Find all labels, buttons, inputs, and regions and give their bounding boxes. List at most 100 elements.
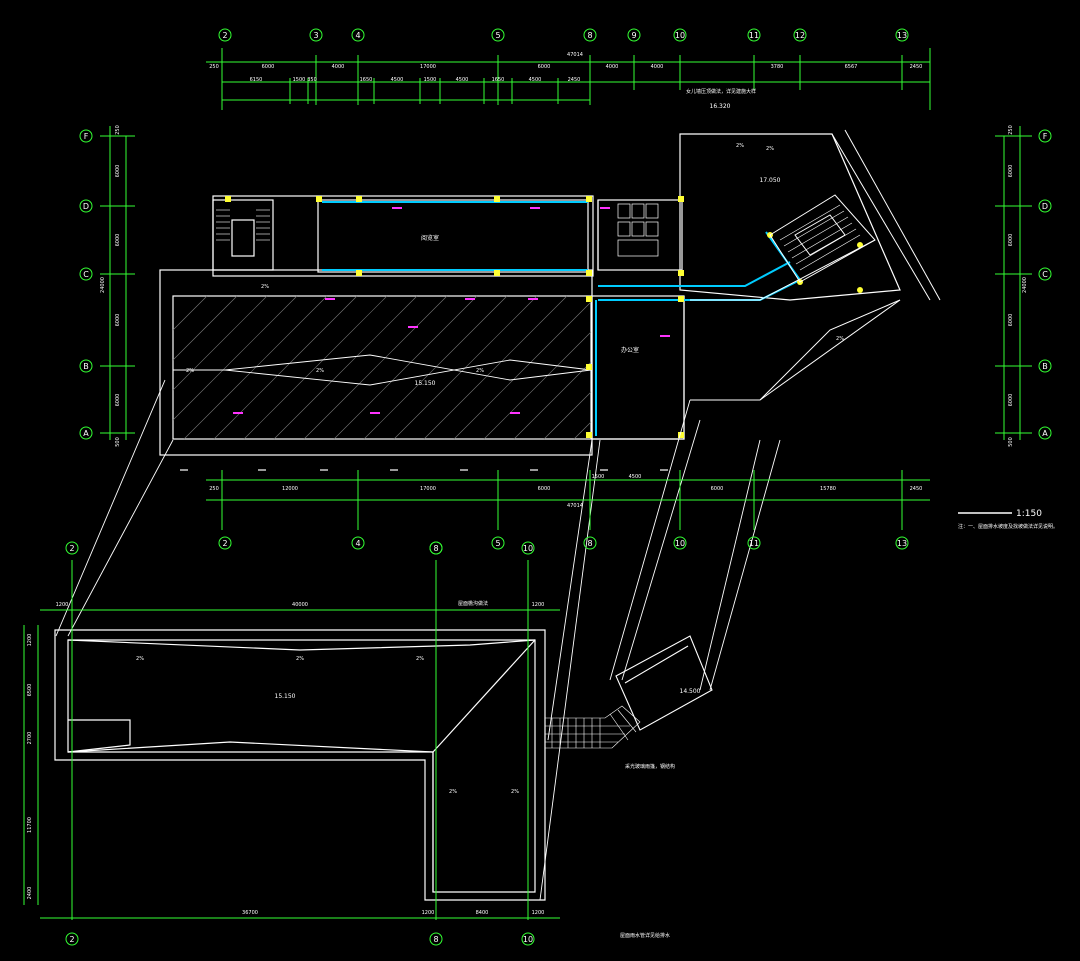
grid-bottom-7: 13: [897, 539, 907, 548]
lower-dim-bottom-1: 1200: [422, 910, 435, 916]
grid-top-6: 10: [675, 31, 685, 40]
projection-lines: [55, 379, 781, 901]
lower-roof-outline: [54, 629, 546, 901]
grid-top-4: 8: [587, 31, 592, 40]
right-dimension-chain: [995, 126, 1052, 440]
lower-grid-bottom-2: 2: [69, 935, 74, 944]
right-dim-3: 6000: [1008, 314, 1014, 327]
top-dim-r2-5: 1500: [424, 77, 437, 83]
slope-5: 2%: [766, 146, 774, 152]
lower-dim-left-1: 6500: [27, 684, 33, 697]
slope-10: 2%: [449, 789, 457, 795]
grid-row-right-a: A: [1042, 429, 1048, 438]
grid-row-right-f: F: [1043, 132, 1048, 141]
grid-bottom-3: 5: [495, 539, 500, 548]
room-upper: 阅览室: [421, 234, 439, 242]
top-dim-r1-1: 6000: [262, 64, 275, 70]
grid-row-left-f: F: [84, 132, 89, 141]
left-dimension-text: 250 6000 6000 6000 6000 24000 500: [100, 125, 121, 447]
top-dim-r2-9: 2450: [568, 77, 581, 83]
bottom-dimension-chain: [206, 470, 930, 555]
slope-4: 2%: [736, 143, 744, 149]
bottom-dim-8: 2450: [910, 486, 923, 492]
bottom-dim-3: 1500: [592, 474, 605, 480]
room-labels: 阅览室 办公室: [421, 234, 639, 354]
left-dim-5: 24000: [100, 277, 106, 293]
slope-0: 2%: [261, 284, 269, 290]
grid-bottom-4: 8: [587, 539, 592, 548]
top-dim-r1-2: 4000: [332, 64, 345, 70]
elevation-labels: 15.150 15.150 17.050 16.320 14.500: [275, 103, 781, 700]
slope-9: 2%: [416, 656, 424, 662]
bottom-dim-2: 17000: [420, 486, 436, 492]
toilet-cubicles: [617, 203, 659, 257]
note-top: 女儿墙压顶做法，详见建施大样: [686, 88, 756, 95]
top-dim-r1-4: 6000: [538, 64, 551, 70]
grid-top-2: 4: [355, 31, 360, 40]
elev-main: 15.150: [415, 380, 436, 387]
lower-dim-top-1: 40000: [292, 602, 308, 608]
grid-row-left-c: C: [83, 270, 89, 279]
bottom-dim-0: 250: [209, 486, 219, 492]
top-grid-axes: [218, 28, 909, 42]
top-dim-r2-2: 350: [307, 77, 317, 83]
left-dim-3: 6000: [115, 314, 121, 327]
top-dim-r2-6: 4500: [456, 77, 469, 83]
grid-row-right-b: B: [1042, 362, 1048, 371]
bottom-dimension-text: 250 12000 17000 1500 4500 6000 6000 1578…: [209, 474, 922, 509]
annotation-labels: 女儿墙压顶做法，详见建施大样 屋面檐沟做法 采光玻璃雨篷，钢结构 屋面雨水管详见…: [458, 88, 1058, 939]
grid-row-right-c: C: [1042, 270, 1048, 279]
slope-3: 2%: [476, 368, 484, 374]
lower-dim-bottom-3: 1200: [532, 910, 545, 916]
lower-dim-left-2: 2700: [27, 732, 33, 745]
right-dimension-text: 250 6000 6000 6000 6000 24000 500: [1008, 125, 1028, 447]
grid-top-3: 5: [495, 31, 500, 40]
bottom-dim-5: 6000: [538, 486, 551, 492]
scale-bar: 1:150: [958, 509, 1042, 519]
top-dim-r2-7: 1650: [492, 77, 505, 83]
top-dim-r1-5: 4000: [606, 64, 619, 70]
left-dim-4: 6000: [115, 394, 121, 407]
bottom-dim-6: 6000: [711, 486, 724, 492]
right-dim-1: 6000: [1008, 165, 1014, 178]
main-roof-hatch: [172, 295, 592, 440]
lower-dimension-chain: [23, 541, 560, 946]
grid-bottom-0: 2: [222, 539, 227, 548]
note-lower: 屋面檐沟做法: [458, 600, 488, 607]
note-bottom: 屋面雨水管详见给排水: [620, 932, 670, 939]
top-grid-labels: 2 3 4 5 8 9 10 11 12 13: [222, 31, 907, 40]
grid-row-right-d: D: [1042, 202, 1048, 211]
left-grid-labels: F D C B A: [83, 132, 89, 438]
elev-tower: 17.050: [760, 177, 781, 184]
slope-6: 2%: [836, 336, 844, 342]
magenta-tags: [233, 207, 670, 414]
top-dim-r1-8: 6567: [845, 64, 858, 70]
grid-top-9: 13: [897, 31, 907, 40]
right-dim-5: 24000: [1022, 277, 1028, 293]
bottom-dim-1: 12000: [282, 486, 298, 492]
grid-bottom-6: 11: [749, 539, 759, 548]
lower-dim-top-0: 1200: [56, 602, 69, 608]
top-dim-r1-3: 17000: [420, 64, 436, 70]
scale-text: 1:150: [1016, 509, 1042, 519]
lower-dim-left-4: 2400: [27, 887, 33, 900]
lower-grid-labels: 2 8 10 2 8 10: [69, 544, 533, 944]
room-right: 办公室: [621, 346, 639, 354]
bottom-grid-labels: 2 4 5 8 10 11 13: [222, 539, 907, 548]
left-dim-0: 250: [115, 125, 121, 135]
top-dim-r1-0: 250: [209, 64, 219, 70]
top-dim-r2-3: 1650: [360, 77, 373, 83]
top-dim-r2-1: 1500: [293, 77, 306, 83]
top-dim-r1-9: 2450: [910, 64, 923, 70]
right-dim-6: 500: [1008, 437, 1014, 447]
slope-8: 2%: [296, 656, 304, 662]
left-dim-2: 6000: [115, 234, 121, 247]
right-dim-4: 6000: [1008, 394, 1014, 407]
top-dimension-text: 47014 250 6000 4000 17000 6000 4000 4000…: [209, 52, 922, 83]
grid-row-left-a: A: [83, 429, 89, 438]
top-dim-total: 47014: [567, 52, 583, 58]
lower-dim-bottom-0: 36700: [242, 910, 258, 916]
top-dim-r2-4: 4500: [391, 77, 404, 83]
diagonal-wing: [690, 129, 941, 401]
